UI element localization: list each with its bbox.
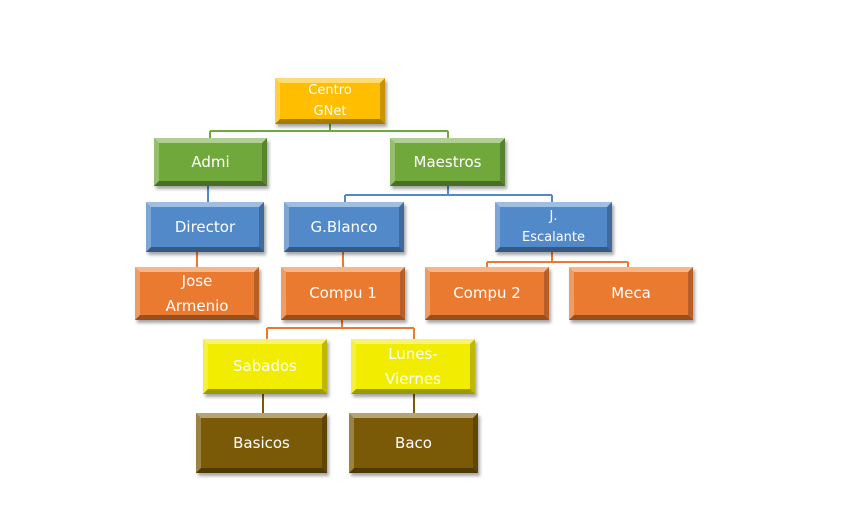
node-compu1: Compu 1 <box>281 267 405 320</box>
node-compu2: Compu 2 <box>425 267 549 320</box>
node-meca: Meca <box>569 267 693 320</box>
node-gblanco: G.Blanco <box>284 202 404 252</box>
node-maestros: Maestros <box>390 138 505 186</box>
connector-root-children <box>209 122 449 140</box>
node-sabados: Sabados <box>203 339 327 394</box>
node-basicos: Basicos <box>196 413 327 473</box>
node-baco: Baco <box>349 413 478 473</box>
node-director: Director <box>146 202 264 252</box>
connector-maestros-children <box>344 186 553 203</box>
connector-compu1-children <box>266 320 415 340</box>
node-lunes-viernes: Lunes- Viernes <box>351 339 475 394</box>
node-centro-gnet: Centro GNet <box>275 78 385 124</box>
node-jescalante: J. Escalante <box>495 202 612 252</box>
node-admi: Admi <box>154 138 267 186</box>
node-jose-armenio: Jose Armenio <box>135 267 259 320</box>
connector-jescalante-children <box>486 252 629 268</box>
